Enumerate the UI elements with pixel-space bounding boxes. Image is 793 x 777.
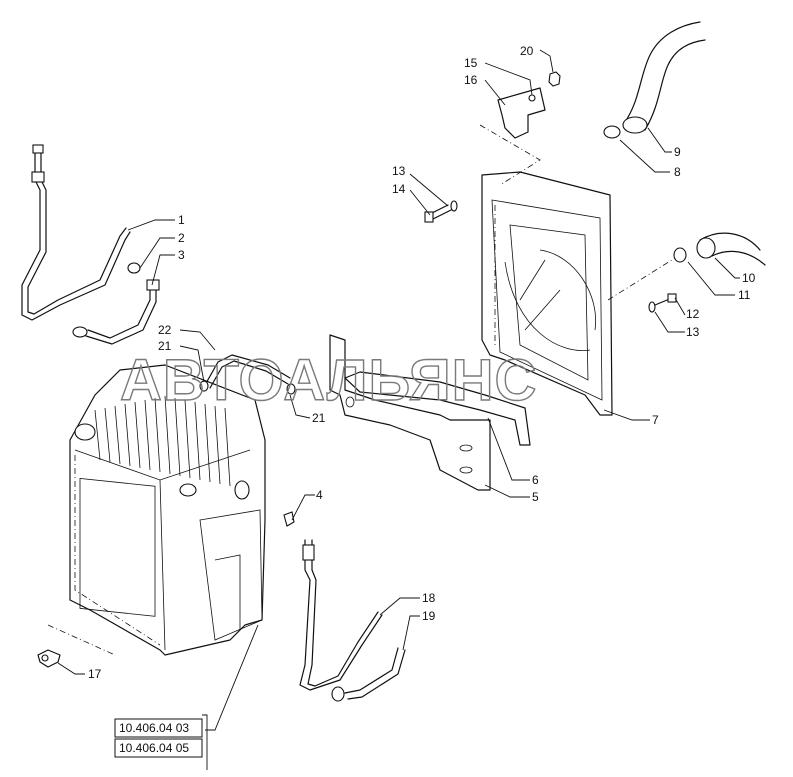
reference-boxes: 10.406.04 03 10.406.04 05: [114, 714, 208, 770]
callout-20: 20: [520, 44, 534, 58]
callout-13-left: 13: [392, 164, 406, 178]
lower-hose-part-10: [607, 232, 766, 301]
callout-18: 18: [422, 591, 436, 605]
fan-shroud-part-7: [481, 171, 613, 416]
pipe-part-3: [72, 262, 160, 345]
bracket-part-16: [479, 87, 546, 186]
callout-8: 8: [674, 165, 681, 179]
pipe-part-18: [299, 539, 383, 691]
callout-19: 19: [422, 609, 436, 623]
callout-12: 12: [686, 307, 700, 321]
clamp-part-21: [286, 383, 296, 395]
fitting-part-4: [283, 511, 295, 527]
callout-22: 22: [158, 323, 172, 337]
radiator-assembly: [69, 364, 266, 656]
bolt-part-14: [424, 200, 458, 223]
callout-13-right: 13: [686, 325, 700, 339]
drain-fitting-part-17: [37, 624, 116, 668]
nut-part-20: [548, 71, 561, 87]
callout-11: 11: [738, 288, 751, 302]
leader-lines: [57, 49, 740, 731]
reference-label-2: 10.406.04 05: [119, 741, 189, 755]
callout-21-right: 21: [312, 411, 326, 425]
clamp-part-8: [603, 125, 621, 139]
pipe-part-19: [331, 647, 406, 702]
callout-9: 9: [674, 145, 681, 159]
callout-4: 4: [316, 488, 323, 502]
callout-2: 2: [178, 231, 185, 245]
callout-3: 3: [178, 248, 185, 262]
upper-hose-part-9: [603, 21, 706, 139]
watermark: АВТОАЛЬЯНС: [120, 348, 537, 413]
o-ring-part-2: [127, 262, 141, 274]
clamp-part-11: [673, 247, 687, 263]
callout-6: 6: [532, 473, 539, 487]
callout-16: 16: [464, 73, 478, 87]
callout-17: 17: [88, 667, 102, 681]
callout-5: 5: [532, 490, 539, 504]
bolt-part-12: [648, 293, 677, 313]
callout-14: 14: [392, 182, 406, 196]
callout-15: 15: [464, 56, 478, 70]
reference-label-1: 10.406.04 03: [119, 721, 189, 735]
callout-10: 10: [742, 271, 756, 285]
hose-part-22: [199, 354, 296, 395]
pipe-part-1: [21, 144, 131, 321]
bracket-part-5: [329, 334, 491, 491]
callout-labels: 1 2 3 4 5 6 7 8 9 10 11 12 13 13 14 15 1…: [88, 44, 756, 681]
bracket-part-6: [344, 371, 531, 446]
callout-1: 1: [178, 213, 185, 227]
callout-7: 7: [652, 413, 659, 427]
callout-21-left: 21: [158, 339, 172, 353]
